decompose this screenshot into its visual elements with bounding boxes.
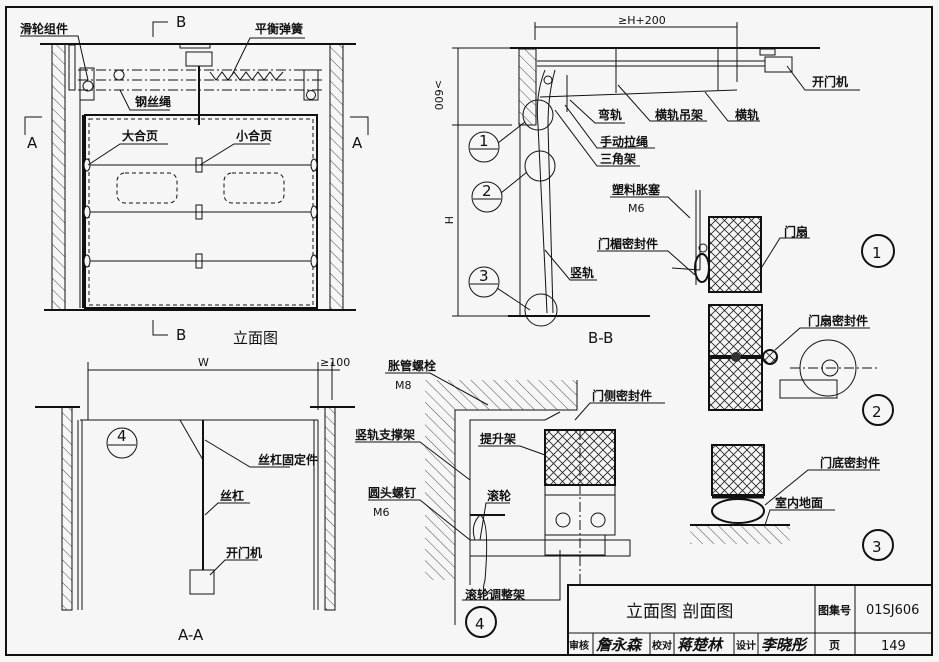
designer-signature: 李晓彤 (761, 636, 809, 654)
detail-callouts: 1 2 3 (468, 99, 558, 327)
section-bb-title: B-B (588, 329, 613, 347)
detail-4: 胀管螺栓 M8 门侧密封件 竖轨支撑架 提升架 圆头螺钉 M6 滚轮 滚轮调整架… (355, 358, 665, 640)
label-door-leaf: 门扇 (784, 224, 808, 239)
detail-number-1: 1 (872, 244, 882, 262)
label-anchor-size: M6 (628, 202, 645, 215)
label-wire-rope: 钢丝绳 (135, 94, 171, 109)
label-bottom-seal: 门底密封件 (820, 455, 880, 470)
label-door-opener-aa: 开门机 (226, 545, 262, 560)
label-roller-adjuster: 滚轮调整架 (465, 587, 525, 602)
dim-width: W (198, 356, 209, 369)
elevation-view: 滑轮组件 平衡弹簧 钢丝绳 大合页 小合页 B B A A 立面图 (20, 13, 369, 347)
section-aa-view: W ≥100 4 丝杠固定件 丝杠 开门机 A-A (35, 356, 355, 644)
detail-1: 塑料胀塞 M6 门楣密封件 门扇 1 (597, 182, 895, 293)
detail-ref-3: 3 (479, 267, 489, 285)
pulley-icon (82, 80, 94, 92)
label-horizontal-track: 横轨 (735, 107, 759, 122)
section-mark-b-bottom: B (176, 326, 186, 344)
label-large-hinge: 大合页 (122, 128, 158, 143)
label-curved-track: 弯轨 (598, 107, 622, 122)
label-vertical-track: 竖轨 (570, 265, 594, 280)
design-label: 设计 (736, 639, 756, 652)
label-track-support: 竖轨支撑架 (355, 427, 415, 442)
page-number: 149 (881, 639, 906, 654)
check-label: 校对 (652, 639, 672, 652)
detail-ref-2: 2 (482, 182, 492, 200)
label-pulley-assembly: 滑轮组件 (20, 21, 68, 36)
door-opener-box (189, 569, 215, 595)
label-expansion-bolt: 胀管螺栓 (388, 358, 436, 373)
label-balance-spring: 平衡弹簧 (255, 21, 303, 36)
sheet-border (5, 6, 933, 656)
left-wall (51, 43, 66, 311)
section-mark-a-left: A (27, 134, 38, 152)
label-round-head-screw: 圆头螺钉 (368, 485, 416, 500)
dim-headroom: >600 (432, 80, 445, 110)
elevation-title: 立面图 (233, 329, 278, 347)
detail-3: 门底密封件 室内地面 3 (690, 444, 894, 561)
section-mark-b-top: B (176, 13, 186, 31)
label-track-hanger: 横轨吊架 (655, 107, 703, 122)
label-indoor-floor: 室内地面 (775, 495, 823, 510)
atlas-no: 01SJ606 (866, 603, 919, 618)
detail-number-2: 2 (872, 403, 882, 421)
window (223, 172, 285, 204)
atlas-no-label: 图集号 (818, 603, 851, 617)
label-manual-rope: 手动拉绳 (600, 134, 648, 149)
label-lintel-seal: 门楣密封件 (598, 236, 658, 251)
detail-ref-1: 1 (479, 132, 489, 150)
dim-min: ≥100 (320, 356, 350, 369)
label-leaf-seal: 门扇密封件 (808, 313, 868, 328)
section-mark-a-right: A (352, 134, 363, 152)
checker-signature: 蒋楚林 (677, 636, 724, 654)
label-plastic-anchor: 塑料胀塞 (612, 182, 661, 197)
reviewer-signature: 詹永森 (596, 636, 643, 654)
dim-height: H (442, 216, 455, 224)
sheet-title: 立面图 剖面图 (626, 602, 733, 622)
label-roller: 滚轮 (487, 488, 512, 503)
label-screw-rod: 丝杠 (220, 488, 244, 503)
detail-number-3: 3 (872, 538, 882, 556)
review-label: 审核 (569, 639, 589, 652)
right-wall (329, 43, 344, 311)
detail-2: 门扇密封件 2 (708, 304, 894, 426)
label-bolt-size: M8 (395, 379, 412, 392)
detail-ref-4: 4 (117, 427, 127, 445)
label-screw-fixture: 丝杠固定件 (258, 452, 318, 467)
detail-number-4: 4 (475, 615, 485, 633)
label-screw-size: M6 (373, 506, 390, 519)
label-side-seal: 门侧密封件 (592, 388, 652, 403)
label-door-opener-bb: 开门机 (812, 74, 848, 89)
window (116, 172, 178, 204)
dim-top: ≥H+200 (618, 14, 666, 27)
section-aa-title: A-A (178, 626, 204, 644)
spring-icon (209, 71, 284, 81)
label-small-hinge: 小合页 (236, 128, 272, 143)
title-block: 立面图 剖面图 图集号 01SJ606 审核 詹永森 校对 蒋楚林 设计 李晓彤… (567, 584, 933, 656)
label-triangle-bracket: 三角架 (600, 151, 636, 166)
section-bb-view: ≥H+200 >600 H 1 2 (432, 14, 860, 347)
label-lift-bracket: 提升架 (480, 431, 516, 446)
page-label: 页 (829, 639, 840, 652)
